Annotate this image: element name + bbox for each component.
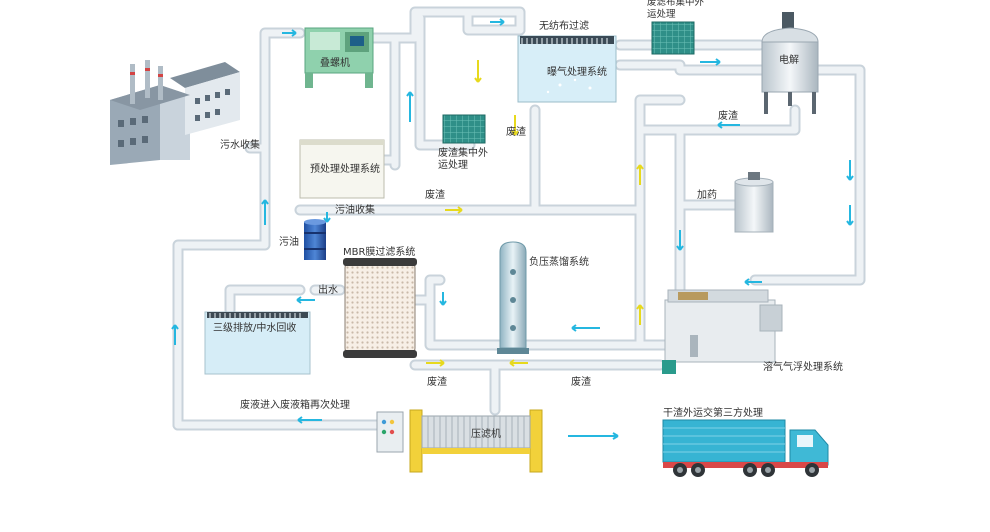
label-residue-mid: 废渣 (506, 127, 526, 138)
label-aeration: 曝气处理系统 (547, 67, 607, 78)
aeration-tank (517, 35, 617, 103)
electrolysis-tank (761, 12, 819, 114)
label-mbr: MBR膜过滤系统 (343, 247, 416, 258)
screw-press-machine (304, 27, 374, 88)
evaporation-column (497, 241, 529, 354)
label-oil-collect: 污油收集 (335, 205, 375, 216)
label-residue-top: 废渣 (718, 111, 738, 122)
label-residue-mid2: 废渣 (425, 190, 445, 201)
label-filter-press: 压滤机 (471, 429, 501, 440)
filter-press-machine (376, 409, 543, 473)
mbr-unit (343, 258, 417, 358)
label-screw-press: 叠螺机 (320, 58, 350, 69)
label-pretreatment: 预处理处理系统 (310, 164, 380, 175)
flow-arrows (171, 18, 854, 440)
dissolved-air-unit (662, 289, 783, 374)
pretreatment-tank (299, 139, 385, 199)
label-residue-right: 废渣 (571, 377, 591, 388)
label-dosing: 加药 (697, 190, 717, 201)
label-nonwoven: 无纺布过滤 (539, 21, 589, 32)
label-tertiary: 三级排放/中水回收 (213, 323, 297, 334)
label-outlet: 出水 (318, 285, 338, 296)
dosing-tank (734, 172, 774, 233)
label-dissolved-air: 溶气气浮处理系统 (763, 362, 843, 373)
filter-cloth-rack (651, 21, 695, 55)
pipe-network (172, 6, 866, 431)
label-waste-oil: 污油 (279, 237, 299, 248)
label-residue-left: 废渣 (427, 377, 447, 388)
factory-building (110, 60, 240, 165)
label-factory: 污水收集 (220, 140, 260, 151)
waste-oil-drum (304, 219, 326, 260)
label-evaporation: 负压蒸馏系统 (529, 257, 589, 268)
label-sludge-center: 废渣集中外运处理 (438, 148, 488, 171)
label-electrolysis: 电解 (779, 55, 799, 66)
label-waste-liquid: 废液进入废液箱再次处理 (240, 400, 350, 411)
truck (662, 419, 829, 477)
sludge-rack (442, 114, 486, 144)
tertiary-tank (204, 311, 311, 375)
label-truck: 干渣外运交第三方处理 (663, 408, 763, 419)
label-filter-cloth: 废滤布集中外运处理 (647, 0, 705, 20)
